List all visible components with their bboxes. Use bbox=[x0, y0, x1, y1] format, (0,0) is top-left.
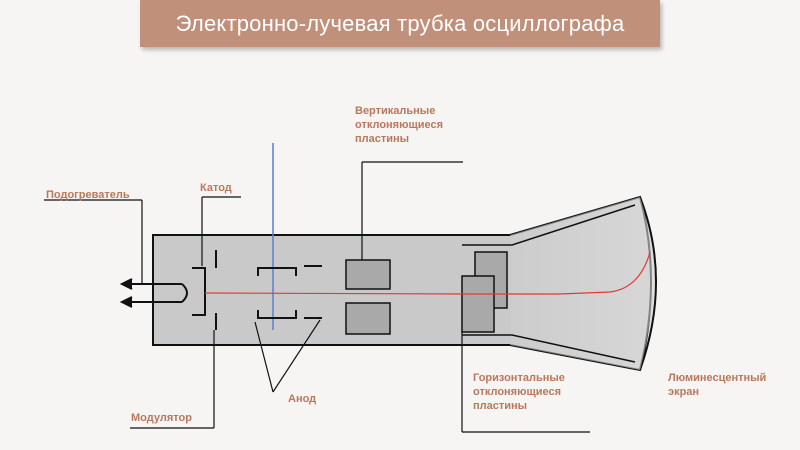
label-modulator: Модулятор bbox=[131, 412, 192, 424]
label-horizontal-plates: Горизонтальные отклоняющиеся пластины bbox=[473, 372, 565, 412]
vertical-plate-top bbox=[345, 259, 391, 290]
anode-2 bbox=[304, 265, 322, 319]
heater-arrows bbox=[119, 278, 188, 308]
horizontal-plate-front bbox=[461, 275, 495, 333]
cathode bbox=[192, 267, 206, 316]
anode-1 bbox=[257, 267, 297, 319]
label-anode: Анод bbox=[288, 393, 317, 405]
vertical-plate-bottom bbox=[345, 302, 391, 335]
label-screen: Люминесцентный экран bbox=[668, 372, 767, 398]
electron-beam bbox=[204, 251, 651, 295]
page-title: Электронно-лучевая трубка осциллографа bbox=[175, 10, 625, 36]
title-banner: Электронно-лучевая трубка осциллографа bbox=[140, 0, 660, 47]
label-heater: Подогреватель bbox=[46, 189, 130, 201]
label-vertical-plates: Вертикальные отклоняющиеся пластины bbox=[355, 105, 444, 145]
label-cathode: Катод bbox=[200, 182, 232, 194]
